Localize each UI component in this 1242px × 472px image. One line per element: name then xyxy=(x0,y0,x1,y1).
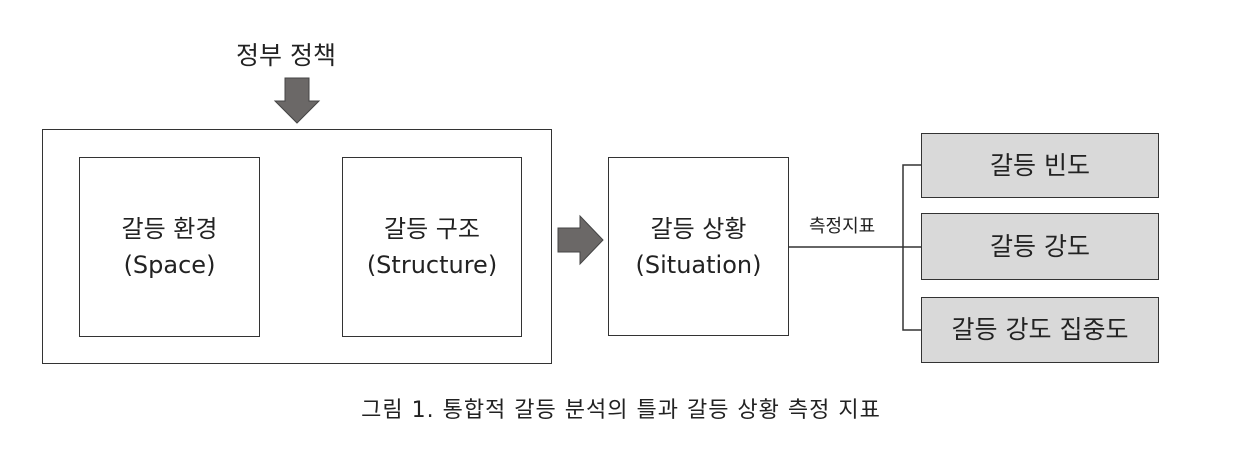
structure-subtitle: (Structure) xyxy=(366,251,498,279)
space-title: 갈등 환경 xyxy=(121,215,218,243)
measure-label: 측정지표 xyxy=(809,216,876,237)
space-box: 갈등 환경 (Space) xyxy=(79,157,260,337)
structure-title: 갈등 구조 xyxy=(384,215,480,243)
space-subtitle: (Space) xyxy=(123,251,216,279)
bracket-line xyxy=(902,164,921,331)
situation-box: 갈등 상황 (Situation) xyxy=(608,157,789,336)
structure-box: 갈등 구조 (Structure) xyxy=(342,157,522,337)
down-arrow-icon xyxy=(273,77,321,124)
figure-caption: 그림 1. 통합적 갈등 분석의 틀과 갈등 상황 측정 지표 xyxy=(361,398,881,423)
indicator-intensity: 갈등 강도 xyxy=(921,213,1159,280)
situation-subtitle: (Situation) xyxy=(635,250,762,279)
right-arrow-icon xyxy=(557,214,604,266)
indicator-frequency: 갈등 빈도 xyxy=(921,133,1159,198)
indicator-intensity-concentration: 갈등 강도 집중도 xyxy=(921,297,1159,363)
policy-label: 정부 정책 xyxy=(236,41,336,70)
situation-title: 갈등 상황 xyxy=(650,214,747,243)
